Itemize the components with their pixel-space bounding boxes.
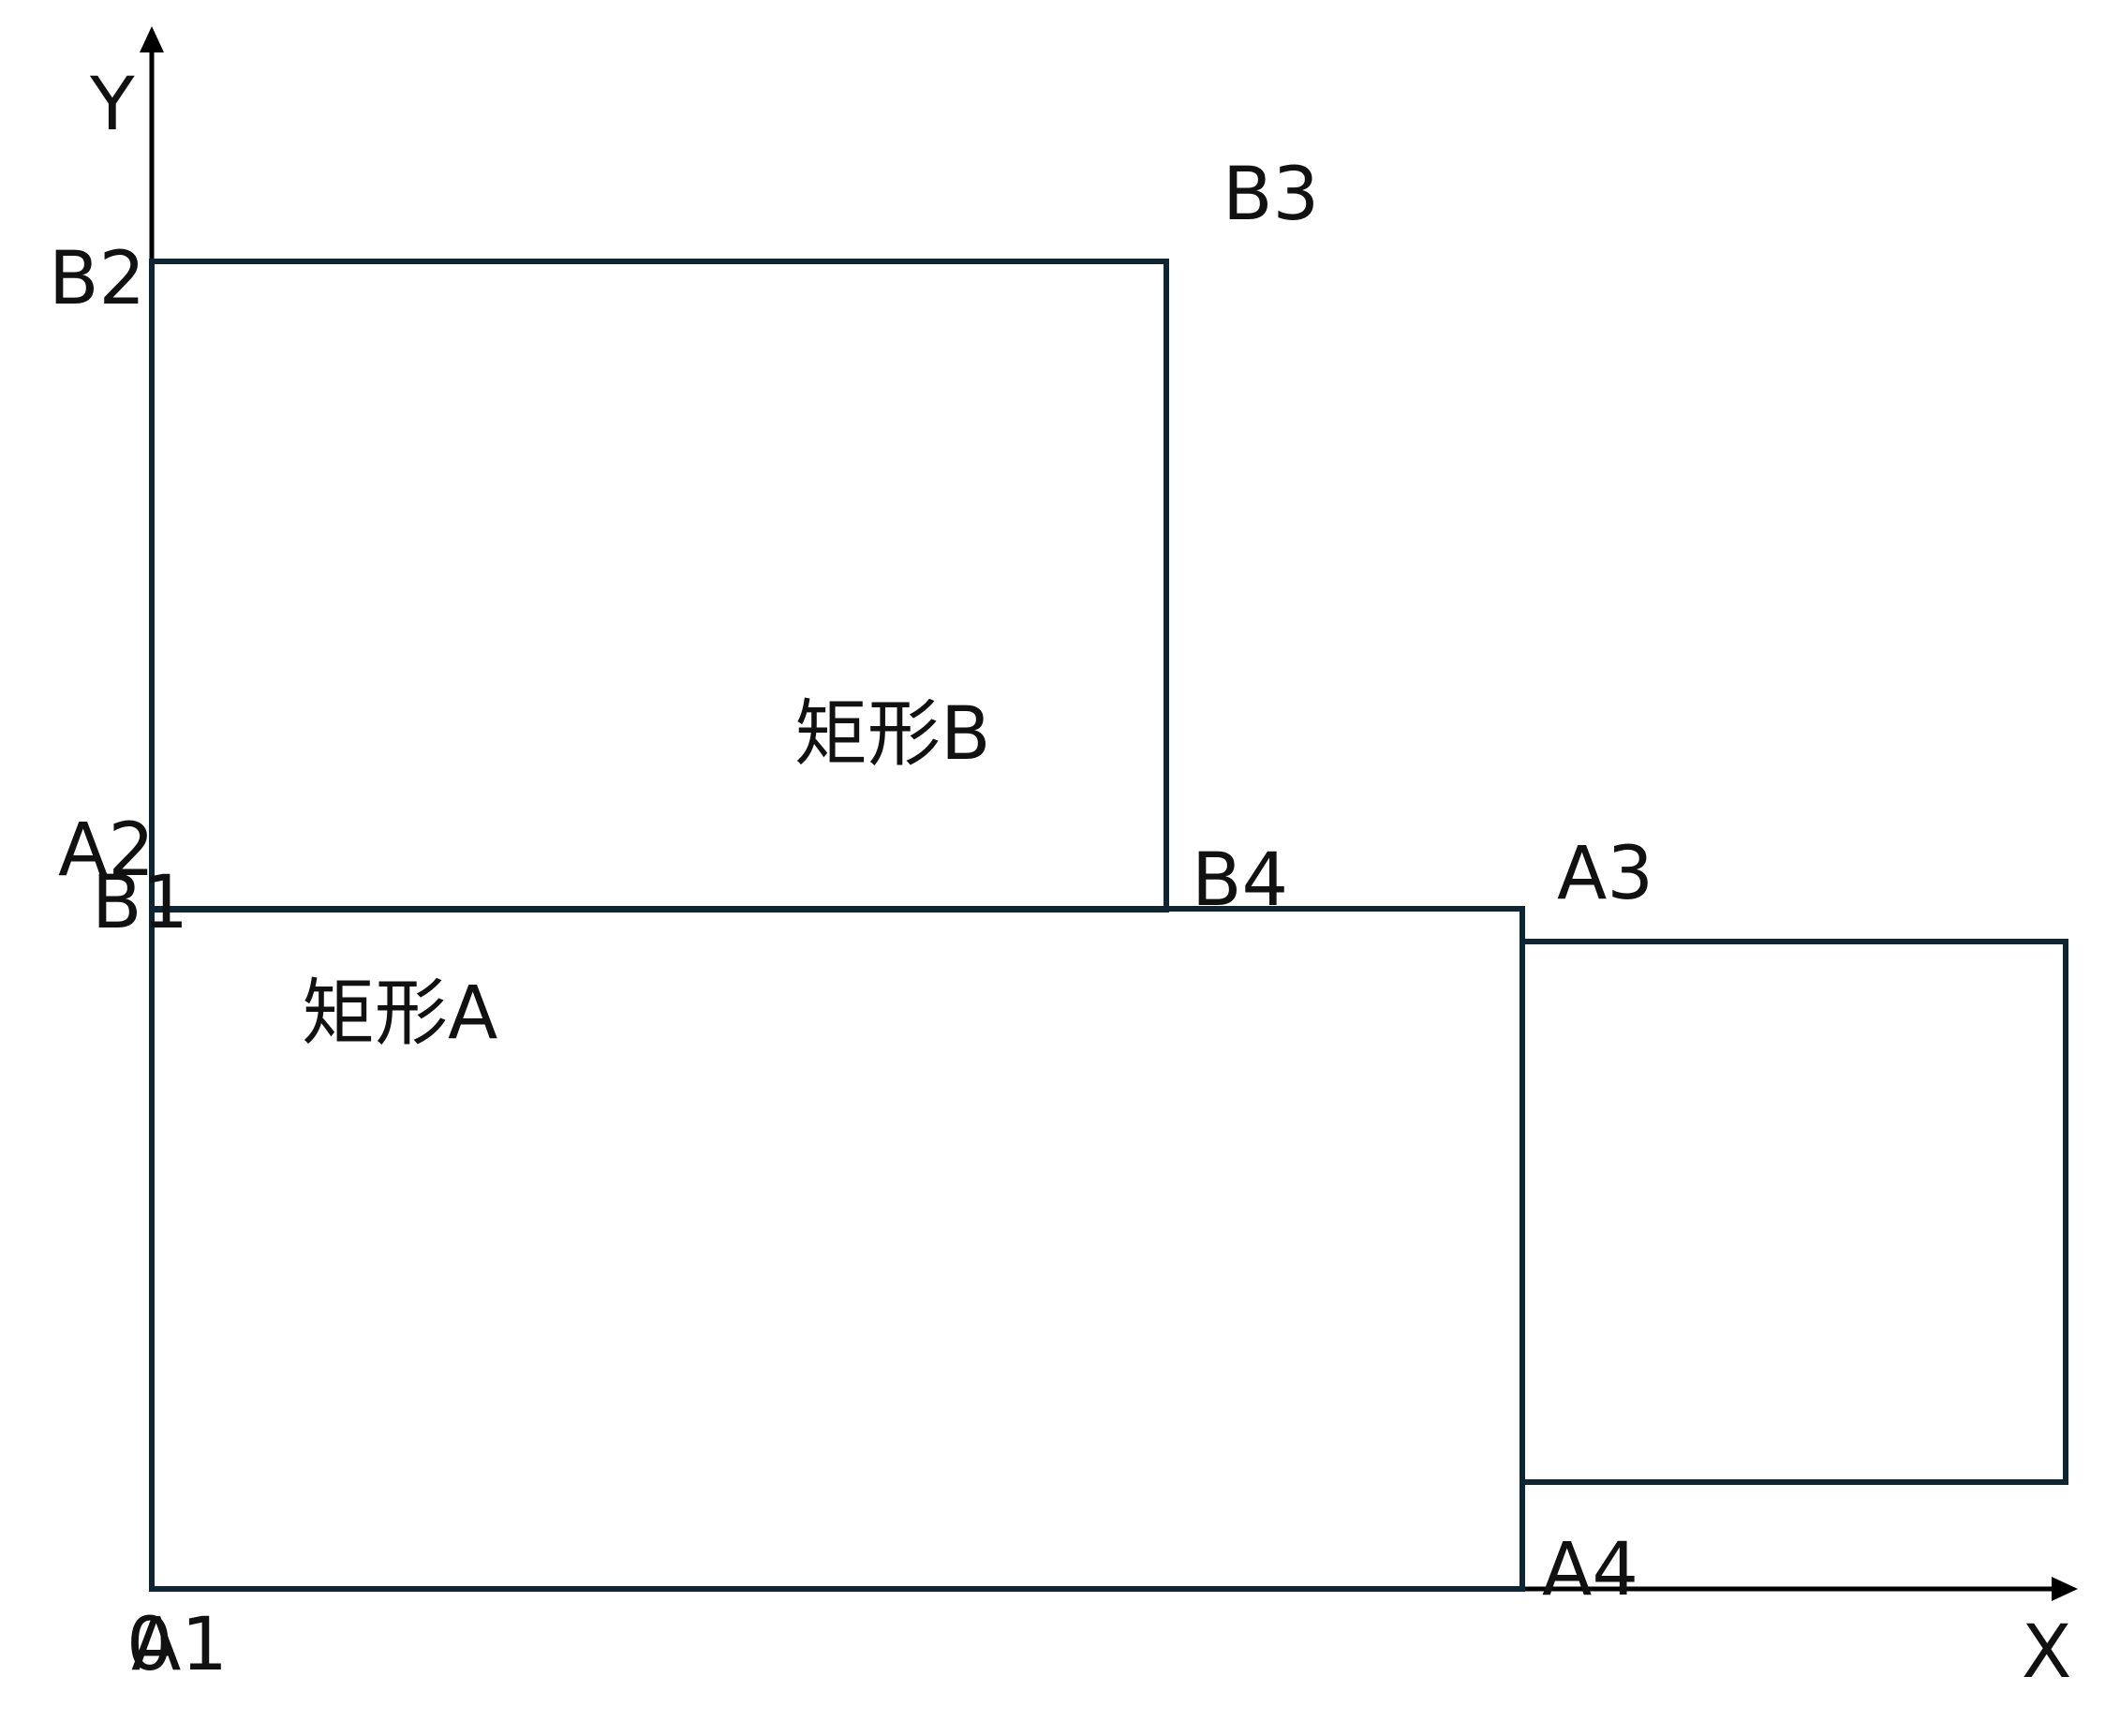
rectangle-b — [149, 259, 1169, 913]
corner-label-a3: A3 — [1557, 832, 1653, 916]
y-axis-label: Y — [89, 63, 135, 147]
corner-label-a1: A1 — [131, 1603, 228, 1687]
origin-label: 0 — [126, 1603, 173, 1687]
corner-label-a2: A2 — [58, 809, 155, 893]
rectangle-b-label: 矩形B — [794, 692, 991, 777]
x-axis-label: X — [2022, 1610, 2071, 1695]
x-axis-arrow — [2052, 1577, 2078, 1601]
y-axis-arrow — [140, 26, 164, 52]
corner-label-a4: A4 — [1542, 1528, 1638, 1612]
corner-label-b3: B3 — [1223, 153, 1319, 237]
corner-label-b1: B1 — [92, 861, 188, 945]
corner-label-b4: B4 — [1192, 838, 1288, 923]
rectangle-a-label: 矩形A — [302, 972, 497, 1056]
corner-label-b2: B2 — [49, 237, 145, 321]
rectangle-right — [1519, 939, 2068, 1485]
